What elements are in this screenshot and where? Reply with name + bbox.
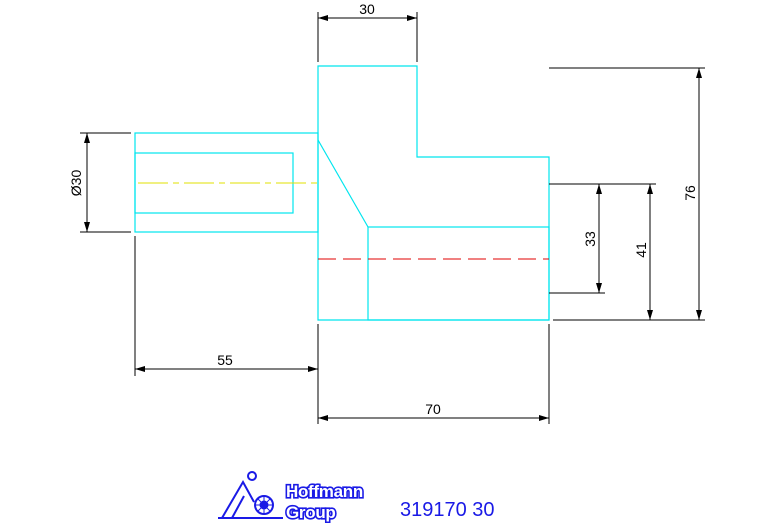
logo-text-line1: Hoffmann [286, 482, 363, 501]
dim-text-55: 55 [217, 352, 233, 368]
dim-text-76: 76 [682, 185, 698, 201]
connecting-chamfer [317, 139, 369, 228]
main-body-outline [317, 65, 550, 321]
logo-text-line2: Group [286, 503, 336, 522]
logo-mark-icon [218, 471, 283, 519]
part-outline [134, 65, 550, 321]
dim-text-33: 33 [582, 231, 598, 247]
dimension-lines [80, 12, 705, 424]
right-bore [367, 226, 550, 321]
dim-text-top-30: 30 [359, 1, 375, 17]
hoffmann-group-logo: Hoffmann Group [218, 471, 365, 523]
dim-text-diameter-30: Ø30 [68, 170, 84, 197]
part-number: 319170 30 [400, 499, 495, 521]
dim-text-70: 70 [425, 401, 441, 417]
dim-text-41: 41 [633, 242, 649, 258]
